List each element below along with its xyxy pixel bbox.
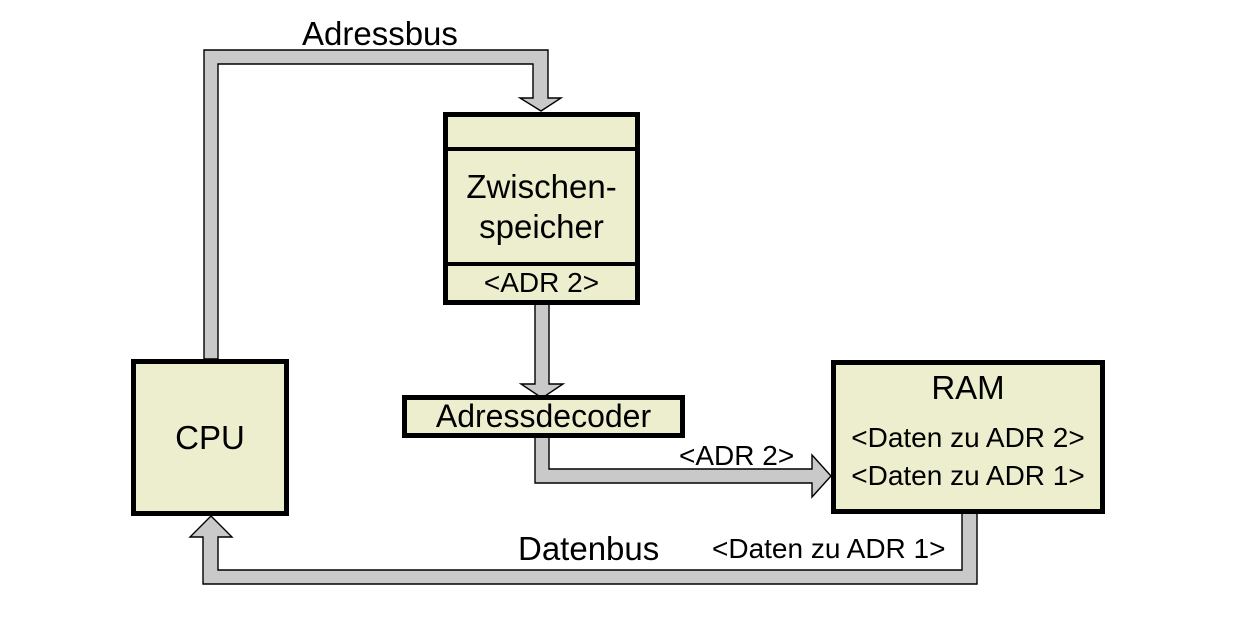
zwischenspeicher-register-value: <ADR 2> <box>483 267 600 298</box>
zwischenspeicher-label-line2: speicher <box>479 207 604 245</box>
zwischenspeicher-label: Zwischen- speicher <box>448 151 635 262</box>
adr2-transfer-label: <ADR 2> <box>679 440 795 471</box>
ram-entry-adr2: <Daten zu ADR 2> <box>851 422 1085 453</box>
adressdecoder-box: Adressdecoder <box>402 395 685 438</box>
cpu-box: CPU <box>131 359 289 516</box>
zwischenspeicher-register-slot: <ADR 2> <box>448 262 635 300</box>
adressbus-label: Adressbus <box>302 15 458 52</box>
zwischenspeicher-empty-slot <box>448 117 635 151</box>
datenbus-label: Datenbus <box>518 530 660 567</box>
ram-title: RAM <box>931 369 1005 406</box>
zwischenspeicher-label-line1: Zwischen- <box>466 167 617 205</box>
adressdecoder-to-ram-arrow <box>534 435 832 499</box>
zwischenspeicher-box: Zwischen- speicher <ADR 2> <box>443 112 640 305</box>
cpu-label: CPU <box>175 418 245 456</box>
adressbus-arrow <box>203 49 564 360</box>
adressdecoder-label: Adressdecoder <box>435 398 652 434</box>
ram-box: RAM <Daten zu ADR 2> <Daten zu ADR 1> <box>831 360 1105 514</box>
daten-zu-adr1-transfer-label: <Daten zu ADR 1> <box>712 533 946 564</box>
ram-entry-adr1: <Daten zu ADR 1> <box>851 460 1085 491</box>
zwischenspeicher-to-adressdecoder-arrow <box>518 302 566 399</box>
